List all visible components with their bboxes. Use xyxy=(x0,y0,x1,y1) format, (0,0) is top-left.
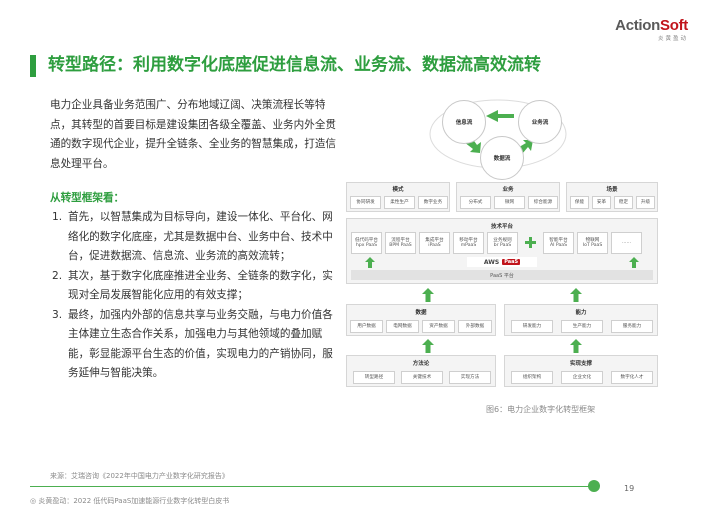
capability-item: 研发能力 xyxy=(511,320,553,333)
paas-platform-bar: PaaS 平台 xyxy=(351,270,653,280)
figure-caption: 图6：电力企业数字化转型框架 xyxy=(486,405,596,414)
business-item: 微网 xyxy=(494,196,525,209)
info-flow-node: 信息流 xyxy=(442,100,486,144)
framework-list: 1.首先，以智慧集成为目标导向，建设一体化、平台化、网络化的数字化底座，尤其是数… xyxy=(52,208,342,384)
intro-paragraph: 电力企业具备业务范围广、分布地域辽阔、决策流程长等特点，其转型的首要目标是建设集… xyxy=(50,99,337,170)
list-item: 3.最终，加强内外部的信息共享与业务交融，与电力价值各主体建立生态合作关系，加强… xyxy=(52,308,333,380)
business-flow-node: 业务流 xyxy=(518,100,562,144)
logo-wordmark: ActionSoft xyxy=(615,17,688,34)
footer-title: ◎ 炎黄盈动：2022 低代码PaaS加速能源行业数字化转型白皮书 xyxy=(30,497,230,505)
page-title: 转型路径：利用数字化底座促进信息流、业务流、数据流高效流转 xyxy=(48,55,541,75)
list-item: 2.其次，基于数字化底座推进全业务、全链条的数字化，实现对全局发展智能化应用的有… xyxy=(52,269,333,302)
capability-item: 服务能力 xyxy=(611,320,653,333)
mode-item: 数字业务 xyxy=(418,196,448,209)
business-item: 综合能源 xyxy=(528,196,558,209)
framework-heading: 从转型框架看： xyxy=(50,192,125,204)
method-item: 关键技术 xyxy=(401,371,443,384)
scene-item: 保能 xyxy=(570,196,589,209)
data-flow-node: 数据流 xyxy=(480,136,524,180)
data-box: 数据 用户数据 电网数据 资产数据 外部数据 xyxy=(346,304,496,336)
list-item: 1.首先，以智慧集成为目标导向，建设一体化、平台化、网络化的数字化底座，尤其是数… xyxy=(52,211,333,262)
scene-box: 场景 保能 安革 稳定 升级 xyxy=(566,182,658,212)
footer-dot xyxy=(588,480,600,492)
tech-chip: …… xyxy=(611,232,642,254)
method-item: 实现方法 xyxy=(449,371,491,384)
data-item: 外部数据 xyxy=(458,320,492,333)
scene-item: 稳定 xyxy=(614,196,633,209)
capability-box: 能力 研发能力 生产能力 服务能力 xyxy=(504,304,658,336)
arrow-up-icon xyxy=(570,339,582,353)
scene-item: 安革 xyxy=(592,196,611,209)
arrow-up-icon xyxy=(365,257,375,268)
plus-icon xyxy=(525,237,536,248)
mode-item: 协同研发 xyxy=(350,196,381,209)
aws-paas-logo: AWS PaaS xyxy=(467,257,537,267)
business-item: 分布式 xyxy=(460,196,491,209)
arrow-up-icon xyxy=(422,339,434,353)
brand-logo: ActionSoft 炎黄盈动 xyxy=(615,18,688,42)
mode-item: 柔性生产 xyxy=(384,196,415,209)
capability-item: 生产能力 xyxy=(561,320,603,333)
method-item: 转型路径 xyxy=(353,371,395,384)
data-item: 资产数据 xyxy=(422,320,455,333)
scene-item: 升级 xyxy=(636,196,655,209)
arrow-up-icon xyxy=(422,288,434,302)
footer-divider xyxy=(30,486,596,487)
source-note: 来源：艾瑞咨询《2022年中国电力产业数字化研究报告》 xyxy=(50,472,229,480)
support-item: 数字化人才 xyxy=(611,371,653,384)
transformation-framework-diagram: 信息流 业务流 数据流 模式 协同研发 柔性生产 数字业务 业务 分布式 微网 … xyxy=(338,94,666,394)
page-number: 19 xyxy=(624,484,635,493)
support-item: 组织架构 xyxy=(511,371,553,384)
support-item: 企业文化 xyxy=(561,371,603,384)
title-accent-bar xyxy=(30,55,36,77)
arrow-up-icon xyxy=(570,288,582,302)
arrow-left-icon xyxy=(486,110,514,122)
business-box: 业务 分布式 微网 综合能源 xyxy=(456,182,560,212)
methodology-box: 方法论 转型路径 关键技术 实现方法 xyxy=(346,355,496,387)
data-item: 电网数据 xyxy=(386,320,419,333)
support-box: 实现支撑 组织架构 企业文化 数字化人才 xyxy=(504,355,658,387)
data-item: 用户数据 xyxy=(350,320,383,333)
arrow-up-icon xyxy=(629,257,639,268)
logo-subtitle: 炎黄盈动 xyxy=(657,36,688,42)
mode-box: 模式 协同研发 柔性生产 数字业务 xyxy=(346,182,450,212)
